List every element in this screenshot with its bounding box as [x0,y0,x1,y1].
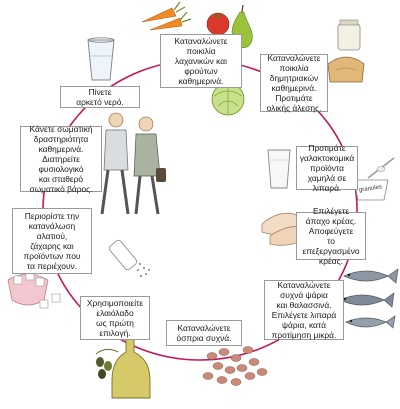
carrot-icon [141,1,192,31]
salt-shaker-icon [108,239,150,277]
milk-glass-icon [267,149,291,189]
bread-icon [327,56,365,83]
fish-seafood-box: Καταναλώνετε συχνά ψάρια και θαλασσινά. … [264,280,344,340]
vegetables-fruits-box: Καταναλώνετε ποικιλία λαχανικών και φρού… [160,34,242,88]
walking-couple-icon [100,112,166,215]
olives-icon [95,348,119,379]
fish-icon [339,268,399,329]
dairy-box: Προτιμάτε γαλακτοκομικά προϊόντα χαμηλά … [296,143,358,193]
olive-oil-bottle-icon [111,329,151,399]
tomato-icon [206,12,230,36]
yogurt-cup-icon [353,157,395,201]
lean-meat-box: Επιλέγετε άπαχο κρέας. Αποφεύγετε το επε… [296,206,366,266]
flour-jar-icon [337,19,361,51]
grains-box: Καταναλώνετε ποικιλία δημητριακών καθημε… [260,53,328,113]
physical-activity-box: Κάνετε σωματική δραστηριότητα καθημερινά… [20,124,102,194]
water-box: Πίνετε αρκετό νερό. [60,86,140,108]
salt-sugar-box: Περιορίστε την κατανάλωση αλατιού, ζάχαρ… [12,208,92,274]
legumes-box: Καταναλώνετε όσπρια συχνά. [166,320,242,346]
olive-oil-box: Χρησιμοποιείτε ελαιόλαδο ως πρώτη επιλογ… [80,296,150,340]
sugar-cubes-icon [7,271,61,309]
beans-icon [202,346,268,386]
water-glass-icon [87,37,115,81]
